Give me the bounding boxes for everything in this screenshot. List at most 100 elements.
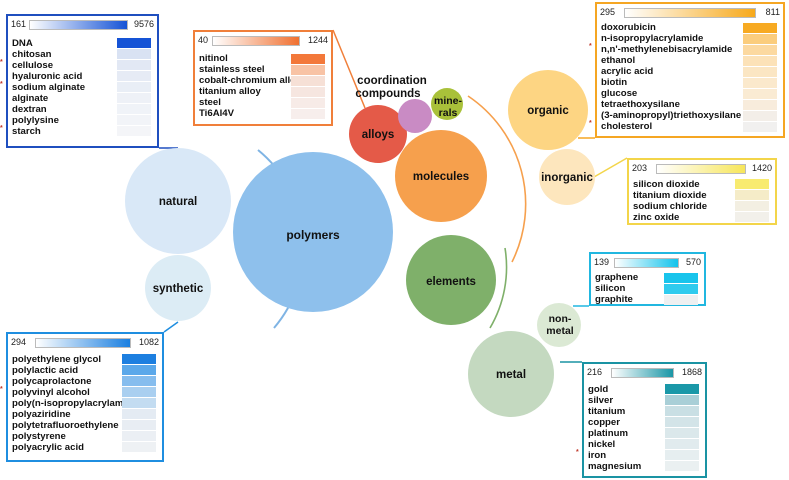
list-item: silver [588,395,614,406]
heat-cell [743,111,777,121]
list-item: cobalt-chromium alloy [199,75,302,86]
alloys-bubble[interactable] [349,105,407,163]
asterisk-icon: * [0,125,3,132]
heat-cell [664,284,698,294]
alloys-scale-min: 40 [198,35,209,45]
list-item: polylactic acid [12,365,79,376]
inorganic-bubble[interactable] [539,149,595,205]
natural-bubble[interactable] [125,148,231,254]
polymers-bubble[interactable] [233,152,393,312]
list-item: titanium alloy [199,86,261,97]
list-item: graphite [595,294,633,305]
organic-bubble[interactable] [508,70,588,150]
list-item: polytetrafluoroethylene [12,420,119,431]
list-item: polylysine [12,115,59,126]
list-item: alginate [12,93,49,104]
heat-cell [117,71,151,81]
heat-cell [117,60,151,70]
inorganic-scale-gradient [656,164,746,174]
coordination-label-line2: compounds [355,88,420,100]
natural-scale-gradient [29,20,128,30]
heat-cell [735,201,769,211]
heat-cell [122,420,156,430]
alloys-label: alloys [362,129,395,141]
heat-cell [743,89,777,99]
inorganic-scale-min: 203 [632,163,648,173]
elements-label: elements [426,276,476,288]
list-item: DNA [12,38,33,49]
heat-cell [122,431,156,441]
minerals-bubble[interactable] [431,88,463,120]
metal-heat-cells [665,384,699,472]
heat-cell [665,395,699,405]
asterisk-icon: * [589,43,592,50]
list-item: ethanol [601,55,636,66]
nonmetal-heat-cells [664,273,698,306]
heat-cell [664,295,698,305]
list-item: stainless steel [199,64,265,75]
natural-color-scale: 161 9576 [11,19,154,31]
heat-cell [743,78,777,88]
list-item: zinc oxide [633,212,680,223]
nonmetal-scale-min: 139 [594,257,610,267]
list-item: acrylic acid [601,66,654,77]
heat-cell [665,450,699,460]
synthetic-label: synthetic [153,283,204,295]
natural-scale-min: 161 [11,19,27,29]
list-item: magnesium [588,461,642,472]
molecules-label: molecules [413,171,469,183]
heat-cell [664,273,698,283]
list-item: hyaluronic acid [12,71,83,82]
list-item: silicon dioxide [633,179,700,190]
synthetic-scale-max: 1082 [138,337,159,347]
metal-scale-gradient [611,368,674,378]
molecules-bubble[interactable] [395,130,487,222]
list-item: dextran [12,104,47,115]
heat-cell [665,461,699,471]
heat-cell [117,82,151,92]
list-item: iron [588,450,607,461]
heat-cell [117,115,151,125]
nonmetal-bubble[interactable] [537,303,581,347]
list-item: nitinol [199,53,228,64]
connector-line [332,29,366,109]
heat-cell [735,212,769,222]
heat-cell [117,93,151,103]
nonmetal-label-line2: metal [546,325,574,337]
synthetic-bubble[interactable] [145,255,211,321]
natural-scale-max: 9576 [133,19,154,29]
nonmetal-label-line1: non- [549,313,572,325]
heat-cell [117,126,151,136]
coordination-label-line1: coordination [357,75,427,87]
list-item: sodium alginate [12,82,86,93]
heat-cell [122,354,156,364]
list-item: n,n'-methylenebisacrylamide [601,44,733,55]
polymers-label: polymers [286,228,340,242]
heat-cell [743,100,777,110]
heat-cell [743,122,777,132]
heat-cell [665,428,699,438]
elements-bubble[interactable] [406,235,496,325]
nonmetal-scale-max: 570 [685,257,701,267]
heat-cell [117,104,151,114]
coordination-bubble[interactable] [398,99,432,133]
heat-cell [122,409,156,419]
list-item: platinum [588,428,628,439]
list-item: poly(n-isopropylacrylamide) [12,398,141,409]
metal-bubble[interactable] [468,331,554,417]
organic-scale-max: 811 [765,7,780,17]
list-item: titanium dioxide [633,190,707,201]
heat-cell [122,442,156,452]
asterisk-icon: * [0,59,3,66]
list-item: polyacrylic acid [12,442,84,453]
list-item: titanium [588,406,626,417]
